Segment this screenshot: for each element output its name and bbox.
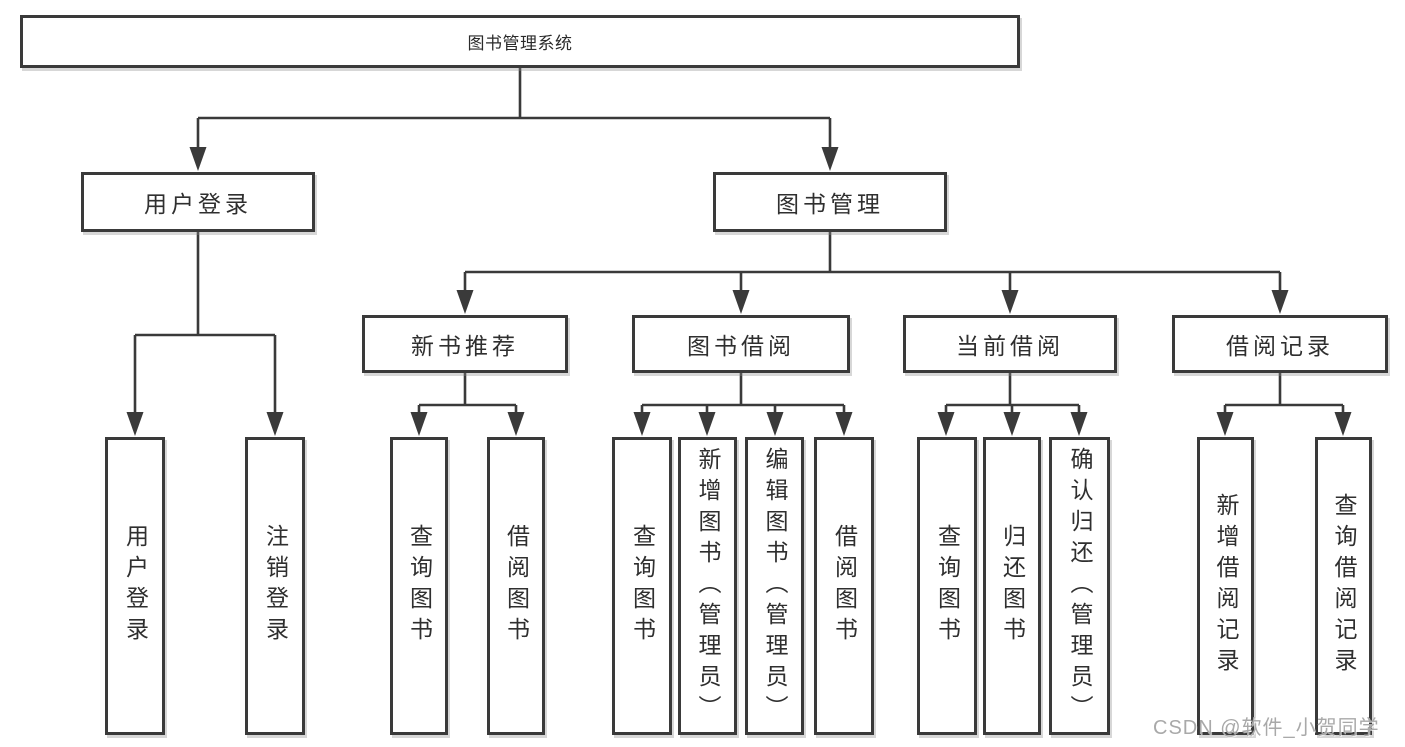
node-borrow-record: 借阅记录 [1172, 315, 1388, 373]
arrowhead-icon [821, 147, 839, 171]
leaf-return-book: 归还图书 [983, 437, 1041, 735]
leaf-add-borrow-record: 新增借阅记录 [1197, 437, 1254, 735]
arrowhead-icon [507, 412, 525, 436]
leaf-borrow-book-label: 借阅图书 [831, 524, 858, 648]
node-current-borrow-label: 当前借阅 [956, 333, 1064, 359]
node-new-book-recommend-label: 新书推荐 [411, 333, 519, 359]
connector-new-book-to-leaves [419, 373, 516, 407]
node-root-label: 图书管理系统 [467, 34, 573, 53]
leaf-query-borrow-record: 查询借阅记录 [1315, 437, 1372, 735]
connector-current-borrow-to-leaves [946, 373, 1079, 407]
leaf-add-borrow-record-label: 新增借阅记录 [1213, 493, 1239, 679]
leaf-query-book-recommend-label: 查询图书 [406, 524, 433, 648]
arrowhead-icon [732, 290, 750, 314]
connector-book-borrow-to-leaves [642, 373, 844, 407]
node-book-management-label: 图书管理 [776, 191, 884, 217]
leaf-query-book-current-label: 查询图书 [934, 524, 961, 648]
leaf-user-login: 用户登录 [105, 437, 165, 735]
leaf-return-book-label: 归还图书 [999, 524, 1026, 648]
connector-borrow-record-to-leaves [1225, 373, 1343, 407]
leaf-query-book-recommend: 查询图书 [390, 437, 448, 735]
leaf-edit-book-admin: 编辑图书（管理员） [745, 437, 804, 735]
arrowhead-icon [1334, 412, 1352, 436]
leaf-confirm-return-admin-label: 确认归还（管理员） [1067, 446, 1093, 726]
leaf-query-borrow-record-label: 查询借阅记录 [1331, 493, 1357, 679]
node-book-borrow-label: 图书借阅 [687, 333, 795, 359]
arrowhead-icon [1216, 412, 1234, 436]
arrowhead-icon [126, 412, 144, 436]
arrowhead-icon [1003, 412, 1021, 436]
arrowhead-icon [835, 412, 853, 436]
arrowhead-icon [766, 412, 784, 436]
arrowhead-icon [937, 412, 955, 436]
leaf-user-login-label: 用户登录 [122, 524, 149, 648]
arrowhead-icon [1001, 290, 1019, 314]
node-root: 图书管理系统 [20, 15, 1020, 68]
leaf-borrow-book: 借阅图书 [814, 437, 874, 735]
arrowheads [126, 118, 1352, 436]
arrowhead-icon [698, 412, 716, 436]
arrowhead-icon [1070, 412, 1088, 436]
arrowhead-icon [189, 147, 207, 171]
leaf-add-book-admin: 新增图书（管理员） [678, 437, 737, 735]
arrowhead-icon [266, 412, 284, 436]
node-book-borrow: 图书借阅 [632, 315, 850, 373]
leaf-query-book-current: 查询图书 [917, 437, 977, 735]
node-borrow-record-label: 借阅记录 [1226, 333, 1334, 359]
arrowhead-icon [410, 412, 428, 436]
leaf-logout-label: 注销登录 [262, 524, 289, 648]
leaf-logout: 注销登录 [245, 437, 305, 735]
watermark: CSDN @软件_小贺同学 [1153, 717, 1380, 739]
node-current-borrow: 当前借阅 [903, 315, 1117, 373]
node-user-login: 用户登录 [81, 172, 315, 232]
leaf-edit-book-admin-label: 编辑图书（管理员） [762, 446, 788, 726]
leaf-query-book-borrow: 查询图书 [612, 437, 672, 735]
arrowhead-icon [633, 412, 651, 436]
leaf-borrow-book-recommend: 借阅图书 [487, 437, 545, 735]
node-new-book-recommend: 新书推荐 [362, 315, 568, 373]
connector-book-management-to-level3 [465, 232, 1280, 274]
leaf-add-book-admin-label: 新增图书（管理员） [695, 446, 721, 726]
connector-user-login-to-leaves [135, 232, 275, 337]
arrowhead-icon [456, 290, 474, 314]
arrowhead-icon [1271, 290, 1289, 314]
node-user-login-label: 用户登录 [144, 191, 252, 217]
leaf-query-book-borrow-label: 查询图书 [629, 524, 656, 648]
connector-root-to-level2 [198, 68, 830, 120]
leaf-borrow-book-recommend-label: 借阅图书 [503, 524, 530, 648]
leaf-confirm-return-admin: 确认归还（管理员） [1049, 437, 1110, 735]
node-book-management: 图书管理 [713, 172, 947, 232]
